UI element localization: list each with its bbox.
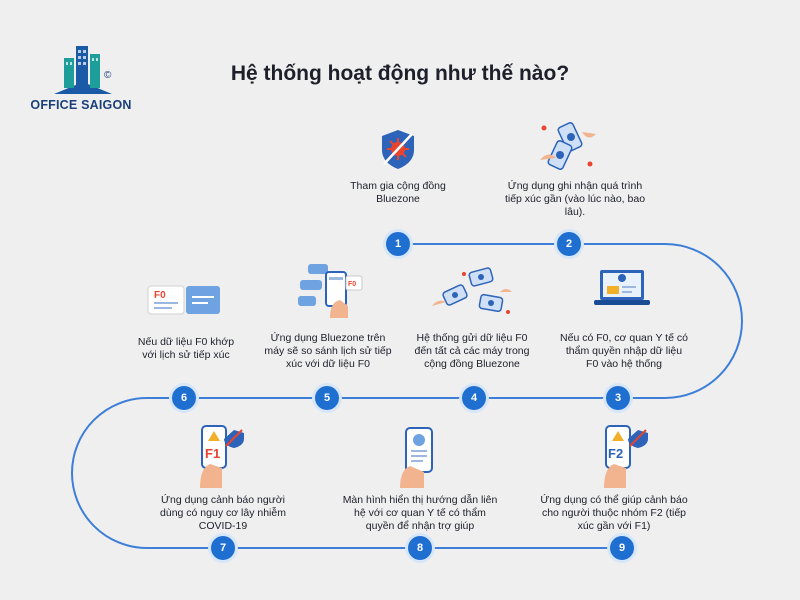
step-8-text: Màn hình hiển thị hướng dẫn liên hệ với … [342, 494, 498, 532]
step-9-number: 9 [610, 536, 634, 560]
step-2-text: Ứng dụng ghi nhận quá trình tiếp xúc gần… [504, 180, 646, 218]
step-1-text: Tham gia cộng đồng Bluezone [350, 180, 446, 205]
phones-exchange-icon [540, 122, 596, 170]
step-6-text: Nếu dữ liệu F0 khớp với lịch sử tiếp xúc [137, 336, 235, 361]
svg-text:F0: F0 [348, 281, 356, 288]
step-2-number: 2 [557, 232, 581, 256]
step-4-number: 4 [462, 386, 486, 410]
f2-badge: F2 [608, 446, 623, 461]
step-3-text: Nếu có F0, cơ quan Y tế có thẩm quyền nh… [560, 332, 688, 370]
shield-virus-icon [382, 130, 414, 169]
step-5-number: 5 [315, 386, 339, 410]
phone-alert-icon-f2: F2 [604, 425, 648, 488]
step-3-number: 3 [606, 386, 630, 410]
laptop-icon [594, 270, 650, 305]
phone-alert-icon-f1: F1 [200, 425, 244, 488]
step-7-text: Ứng dụng cảnh báo người dùng có nguy cơ … [160, 494, 286, 532]
step-1-number: 1 [386, 232, 410, 256]
step-8-number: 8 [408, 536, 432, 560]
phone-guide-icon [400, 427, 433, 488]
page-title: Hệ thống hoạt động như thế nào? [230, 62, 570, 85]
step-9-text: Ứng dụng có thể giúp cảnh báo cho người … [540, 494, 688, 532]
step-5-text: Ứng dụng Bluezone trên máy sẽ so sánh lị… [264, 332, 392, 370]
phone-compare-icon: F0 [298, 264, 363, 318]
logo-text: OFFICE SAIGON [30, 98, 132, 112]
phones-network-icon [432, 267, 512, 314]
step-4-text: Hệ thống gửi dữ liệu F0 đến tất cả các m… [414, 332, 530, 370]
step-6-number: 6 [172, 386, 196, 410]
office-saigon-logo [54, 46, 112, 94]
data-cards-icon: F0 [147, 285, 220, 315]
f0-badge: F0 [154, 290, 166, 301]
f1-badge: F1 [205, 446, 220, 461]
copyright-mark: © [104, 70, 112, 81]
step-7-number: 7 [211, 536, 235, 560]
